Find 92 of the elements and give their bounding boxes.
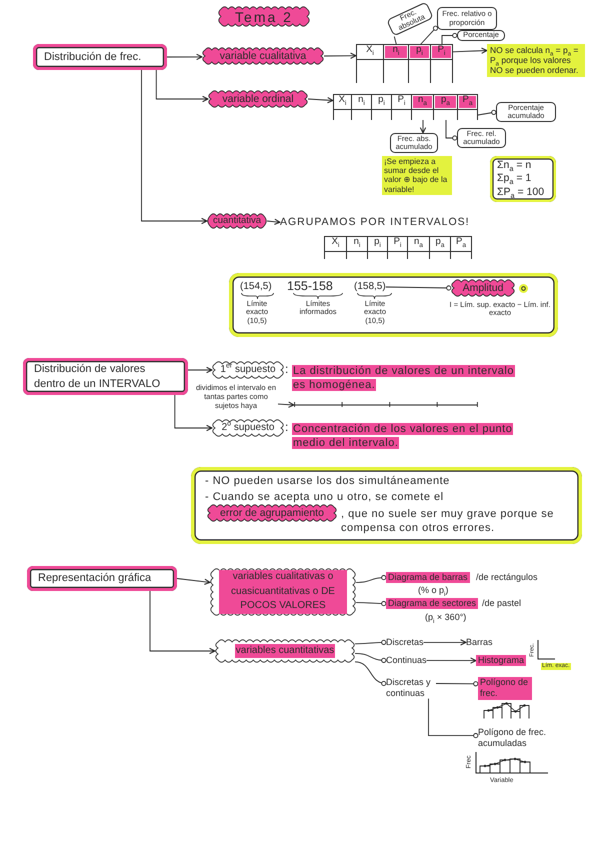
formula-text: ΣP$_{a}$ = 100 bbox=[497, 186, 546, 200]
highlighted-term: Diagrama de barras bbox=[386, 572, 470, 584]
scalloped-tag: Amplitud bbox=[451, 279, 515, 297]
note-text: - NO pueden usarse los dos simultáneamente bbox=[205, 474, 451, 488]
branch-label: Polígono de frec. acumuladas bbox=[478, 727, 566, 749]
arrow bbox=[176, 578, 211, 585]
topic-box: Distribución de frec. bbox=[33, 44, 167, 70]
title: Tema 2 bbox=[218, 6, 310, 27]
formula-box bbox=[490, 156, 556, 202]
highlighted-statement: La distribución de valores de un intervalo es homogénea. bbox=[292, 364, 516, 392]
branch-label: Barras bbox=[466, 637, 493, 648]
highlighted-term: Polígono de frec. bbox=[478, 677, 532, 700]
scalloped-box: variables cualitativas o cuasicuantitativas o DE POCOS VALORES bbox=[210, 568, 356, 616]
topic-box: Distribución de valores dentro de un INTERVALO bbox=[23, 358, 188, 395]
annotation: (p$_{i}$ × 360°) bbox=[425, 612, 466, 623]
annotation: /de rectángulos bbox=[476, 572, 538, 583]
interval-value: (158,5) bbox=[354, 281, 386, 293]
table-column: n$_{i}$ bbox=[352, 95, 372, 120]
table-column: p$_{i}$ bbox=[409, 45, 431, 83]
table-column: P$_{a}$ bbox=[458, 95, 478, 120]
table-column: X$_{i}$ bbox=[325, 237, 347, 259]
connector-line bbox=[436, 681, 478, 686]
branch-label: Continuas bbox=[386, 655, 427, 666]
arrow bbox=[166, 54, 203, 60]
leader-line bbox=[442, 32, 458, 46]
connector-line bbox=[385, 285, 452, 291]
branch-label: Discretas bbox=[386, 637, 424, 648]
scalloped-tag: 2$^{o}$ supuesto bbox=[212, 419, 284, 437]
topic-box: Representación gráfica bbox=[27, 566, 177, 591]
arrow bbox=[308, 97, 334, 104]
leader-line bbox=[446, 120, 458, 141]
heading-text: AGRUPAMOS POR INTERVALOS! bbox=[280, 216, 470, 229]
note-box bbox=[229, 273, 558, 337]
arrow bbox=[266, 218, 281, 225]
scalloped-tag: variable ordinal bbox=[208, 90, 308, 108]
arrow bbox=[452, 48, 488, 54]
arrow bbox=[150, 590, 216, 654]
leader-line bbox=[478, 110, 496, 116]
note-text: - Cuando se acepta uno u otro, se comete el bbox=[205, 490, 445, 504]
number-line bbox=[294, 400, 478, 410]
highlighted-statement: Concentración de los valores en el punto medio del intervalo. bbox=[292, 422, 514, 450]
frequency-table bbox=[324, 236, 472, 259]
arrow bbox=[423, 639, 467, 646]
branch-label: Discretas y continuas bbox=[386, 677, 436, 699]
note-box bbox=[191, 467, 582, 544]
colon: : bbox=[285, 421, 288, 433]
scalloped-tag: variable cualitativa bbox=[202, 47, 324, 65]
arrow bbox=[324, 52, 357, 59]
highlighted-note: NO se calcula n$_{a}$ = p$_{a}$ = P$_{a}$ porque los valores NO se pueden ordenar. bbox=[487, 44, 585, 77]
frequency-table bbox=[333, 94, 478, 120]
connector-line bbox=[356, 601, 386, 606]
arrow bbox=[188, 366, 213, 374]
scalloped-tag: cuantitativa bbox=[207, 213, 267, 229]
table-column: n$_{a}$ bbox=[408, 237, 430, 259]
leader-line bbox=[420, 120, 426, 134]
arrow bbox=[174, 394, 213, 432]
arrow bbox=[141, 70, 208, 224]
note-text: , que no suele ser muy grave porque se compensa con otros errores. bbox=[341, 507, 555, 535]
leader-line bbox=[420, 26, 438, 46]
interval-value: 155-158 bbox=[287, 279, 333, 294]
highlighted-term: Diagrama de sectores bbox=[386, 598, 478, 610]
table-column: P$_{a}$ bbox=[451, 237, 472, 259]
connector-line bbox=[356, 575, 386, 583]
connector-line bbox=[428, 698, 478, 738]
table-column: n$_{i}$ bbox=[347, 237, 368, 259]
table-column: n$_{i}$ bbox=[384, 45, 409, 83]
connector-line bbox=[354, 661, 386, 686]
interval-value: (154,5) bbox=[240, 281, 272, 293]
annotation: (% o p$_{i}$) bbox=[418, 585, 448, 596]
scalloped-tag: 1$^{er}$ supuesto bbox=[212, 361, 284, 379]
connector-line bbox=[354, 640, 386, 645]
highlighted-note: ¡Se empieza a sumar desde el valor ⊕ bajo de la variable! bbox=[382, 156, 452, 195]
table-column: p$_{i}$ bbox=[372, 95, 392, 120]
formula-text: Σp$_{a}$ = 1 bbox=[497, 172, 532, 186]
arrow bbox=[278, 402, 295, 408]
table-column: n$_{a}$ bbox=[412, 95, 434, 120]
highlighted-term: Histograma bbox=[476, 655, 526, 666]
scalloped-box: variables cuantitativas bbox=[215, 639, 355, 663]
table-column: X$_{i}$ bbox=[334, 95, 352, 120]
table-column: p$_{a}$ bbox=[430, 237, 451, 259]
annotation: /de pastel bbox=[482, 598, 522, 609]
colon: : bbox=[285, 363, 288, 375]
connector-line bbox=[354, 652, 386, 663]
table-column: P$_{i}$ bbox=[388, 237, 408, 259]
formula-text: Σn$_{a}$ = n bbox=[497, 158, 532, 172]
table-column: p$_{i}$ bbox=[368, 237, 388, 259]
scalloped-tag: error de agrupamiento bbox=[207, 504, 337, 522]
arrow bbox=[426, 657, 477, 664]
table-column: P$_{i}$ bbox=[431, 45, 453, 83]
frequency-table bbox=[356, 44, 453, 83]
table-column: p$_{a}$ bbox=[434, 95, 458, 120]
arrow bbox=[156, 70, 209, 102]
